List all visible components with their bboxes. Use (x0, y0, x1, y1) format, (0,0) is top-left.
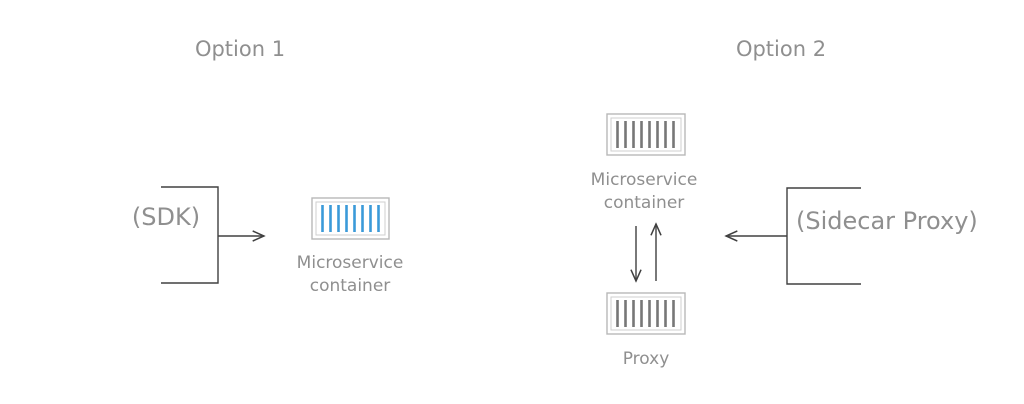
option2-caption-line1: Microservice (590, 170, 698, 190)
option1-title: Option 1 (194, 37, 286, 61)
option1-caption-line1: Microservice (296, 253, 404, 273)
proxy-caption: Proxy (622, 349, 670, 369)
sidecar-label: (Sidecar Proxy) (796, 207, 978, 235)
option2-container-icon (606, 113, 686, 156)
option2-caption-line2: container (603, 193, 685, 213)
option1-container-icon (311, 197, 390, 240)
sdk-bracket (161, 186, 219, 284)
proxy-container-icon (606, 292, 686, 335)
option2-title: Option 2 (735, 37, 827, 61)
sidecar-bracket (786, 187, 861, 285)
sdk-label: (SDK) (131, 203, 201, 231)
option1-caption-line2: container (309, 276, 391, 296)
